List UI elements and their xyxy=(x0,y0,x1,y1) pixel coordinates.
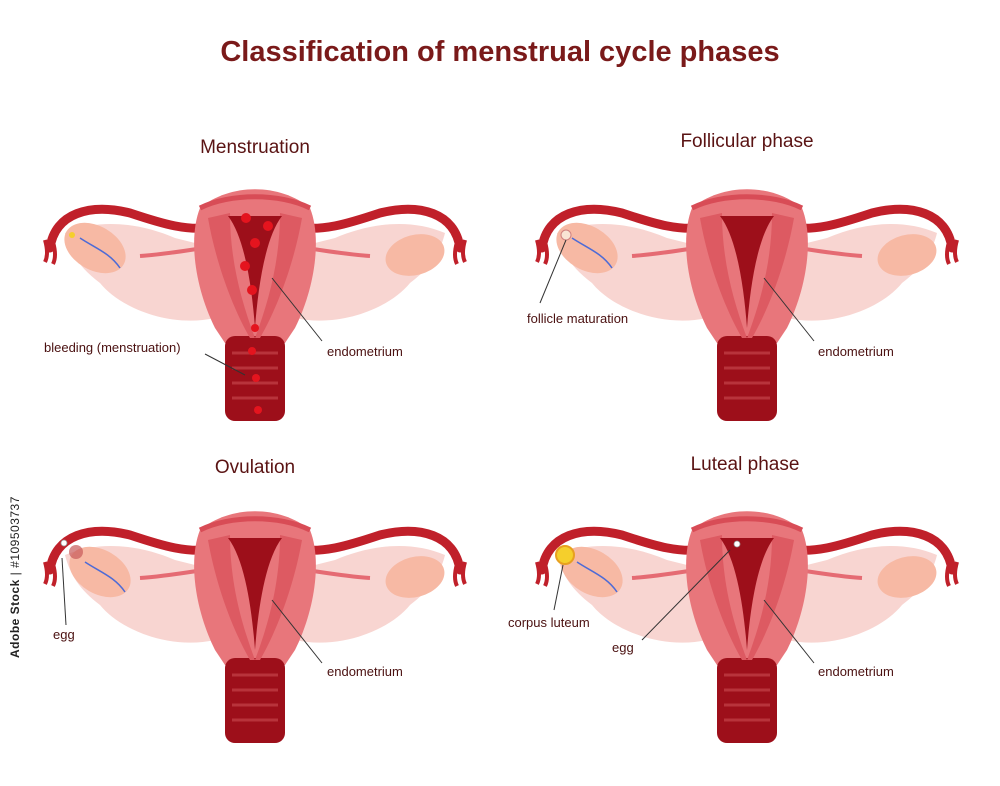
stock-watermark: Adobe Stock | #109503737 xyxy=(8,496,22,658)
label-bleeding: bleeding (menstruation) xyxy=(44,340,181,355)
watermark-id: #109503737 xyxy=(8,496,22,568)
egg-dot xyxy=(60,539,68,547)
blood-drops xyxy=(240,213,273,414)
uterus-menstruation xyxy=(40,178,470,428)
label-egg-luteal: egg xyxy=(612,640,634,655)
label-endometrium-4: endometrium xyxy=(818,664,894,679)
watermark-separator: | xyxy=(8,571,22,576)
phase-title-ovulation: Ovulation xyxy=(214,457,296,478)
watermark-brand: Adobe Stock xyxy=(8,579,22,658)
uterus-ovulation xyxy=(40,500,470,750)
uterus-luteal xyxy=(532,500,962,750)
egg-dot-uterus xyxy=(733,540,741,548)
follicle-dot xyxy=(69,232,75,238)
label-corpus-luteum: corpus luteum xyxy=(508,615,590,630)
label-endometrium-1: endometrium xyxy=(327,344,403,359)
phase-title-luteal: Luteal phase xyxy=(690,454,800,475)
phase-title-menstruation: Menstruation xyxy=(200,137,310,158)
label-endometrium-3: endometrium xyxy=(327,664,403,679)
uterus-follicular xyxy=(532,178,962,428)
phase-title-follicular: Follicular phase xyxy=(680,131,814,152)
label-endometrium-2: endometrium xyxy=(818,344,894,359)
corpus-luteum-dot xyxy=(555,545,575,565)
label-follicle-maturation: follicle maturation xyxy=(527,311,629,326)
page-title: Classification of menstrual cycle phases xyxy=(220,36,780,68)
label-egg-ovulation: egg xyxy=(53,627,75,642)
